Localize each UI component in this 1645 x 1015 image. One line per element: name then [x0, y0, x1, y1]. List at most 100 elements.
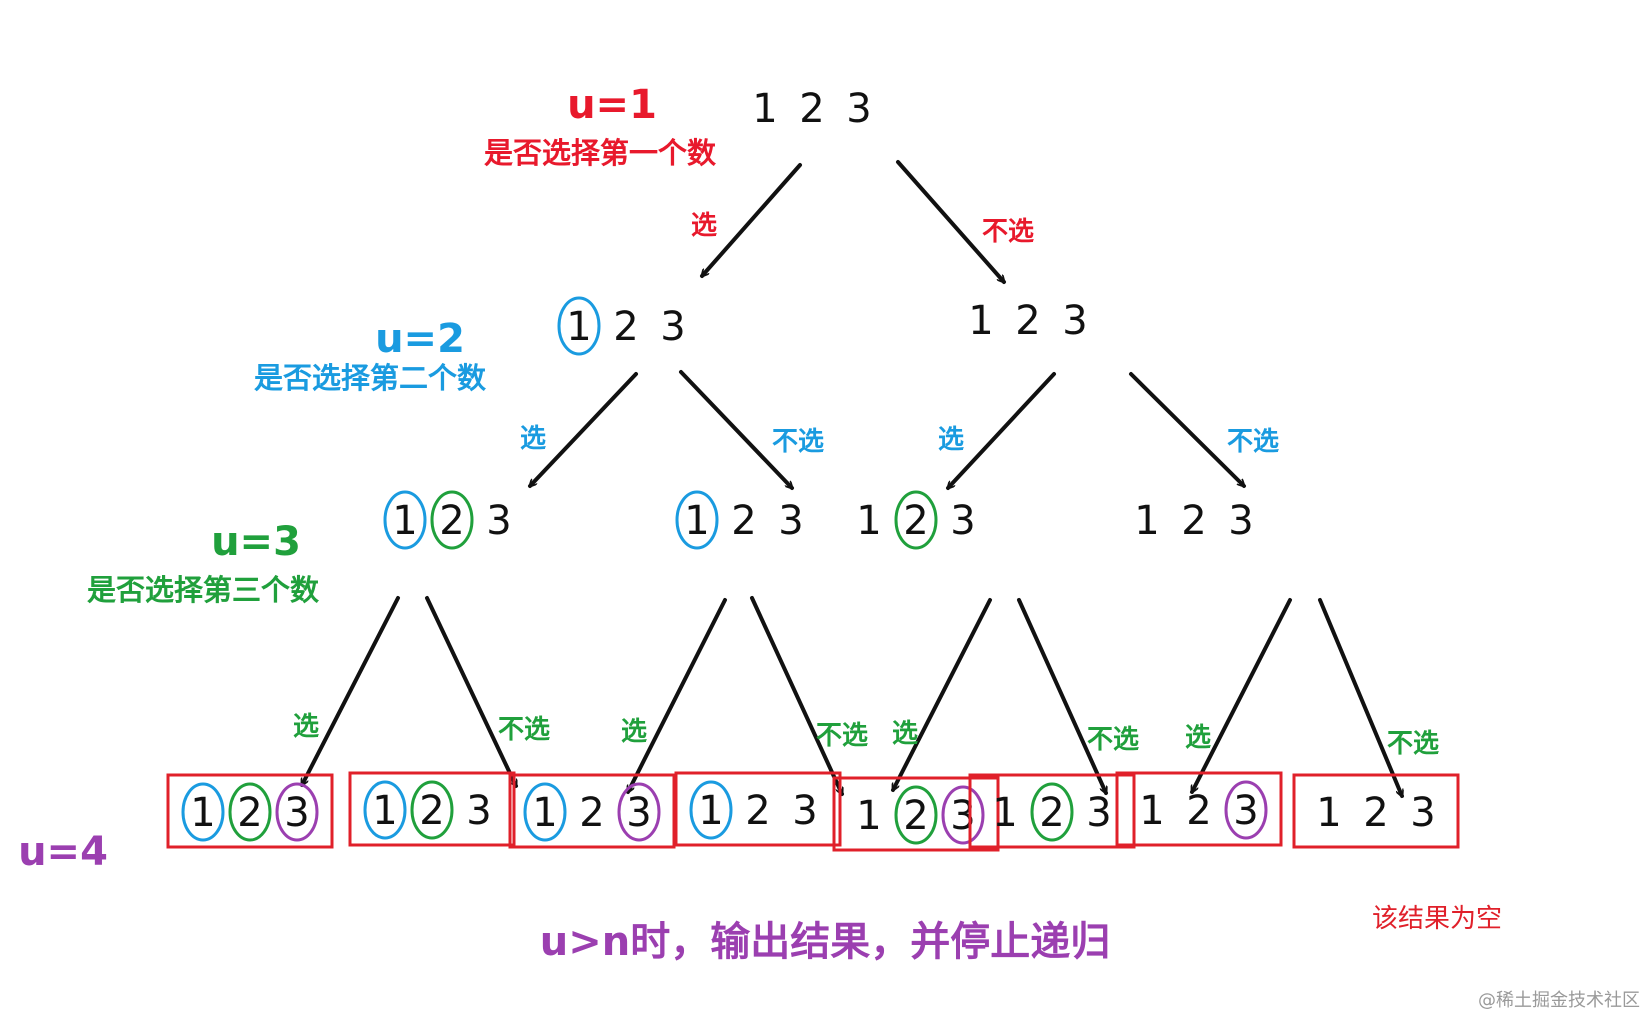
number-3: 3 — [660, 304, 685, 350]
result-box — [1115, 771, 1283, 847]
select-edge-arrow — [1190, 598, 1292, 792]
selected-number-circle — [430, 490, 474, 550]
selected-number-circle — [894, 785, 938, 845]
skip-edge-arrow — [1017, 598, 1108, 793]
skip-edge-label: 不选 — [1387, 729, 1439, 759]
select-edge-arrow — [702, 163, 802, 276]
result-box — [1292, 773, 1460, 849]
number-3: 3 — [950, 793, 975, 839]
skip-edge-arrow — [425, 596, 518, 786]
selected-number-circle — [941, 785, 985, 845]
selected-number-circle — [275, 782, 319, 842]
skip-edge-label: 不选 — [772, 427, 824, 457]
watermark: @稀土掘金技术社区 — [1478, 990, 1640, 1011]
number-1: 1 — [566, 304, 591, 350]
number-3: 3 — [950, 498, 975, 544]
number-3: 3 — [466, 788, 491, 834]
number-2: 2 — [1039, 790, 1064, 836]
number-1: 1 — [1134, 498, 1159, 544]
termination-note: u>n时，输出结果，并停止递归 — [540, 919, 1110, 965]
number-1: 1 — [372, 788, 397, 834]
number-1: 1 — [190, 790, 215, 836]
number-2: 2 — [1015, 298, 1040, 344]
level-3-label: u=3 — [211, 519, 301, 565]
number-2: 2 — [745, 788, 770, 834]
number-3: 3 — [1062, 298, 1087, 344]
number-1: 1 — [1139, 788, 1164, 834]
select-edge-label: 选 — [293, 712, 319, 742]
number-2: 2 — [439, 498, 464, 544]
select-edge-label: 选 — [1185, 723, 1211, 753]
select-edge-label: 选 — [691, 211, 717, 241]
number-2: 2 — [237, 790, 262, 836]
selected-number-circle — [363, 780, 407, 840]
selected-number-circle — [1224, 780, 1268, 840]
select-edge-arrow — [626, 598, 727, 792]
select-edge-label: 选 — [520, 424, 546, 454]
selected-number-circle — [228, 782, 272, 842]
selected-number-circle — [181, 782, 225, 842]
result-box — [968, 773, 1136, 849]
level-2-description: 是否选择第二个数 — [254, 361, 487, 395]
selected-number-circle — [410, 780, 454, 840]
select-edge-arrow — [948, 372, 1056, 488]
number-1: 1 — [992, 790, 1017, 836]
skip-edge-label: 不选 — [498, 715, 550, 745]
number-3: 3 — [1410, 790, 1435, 836]
number-2: 2 — [419, 788, 444, 834]
number-1: 1 — [532, 790, 557, 836]
select-edge-arrow — [300, 596, 400, 785]
level-3-description: 是否选择第三个数 — [87, 573, 320, 607]
number-3: 3 — [284, 790, 309, 836]
number-1: 1 — [1316, 790, 1341, 836]
skip-edge-label: 不选 — [982, 217, 1034, 247]
result-box — [832, 776, 1000, 852]
number-2: 2 — [1181, 498, 1206, 544]
result-box — [166, 773, 334, 849]
skip-edge-arrow — [750, 596, 844, 794]
number-1: 1 — [752, 86, 777, 132]
selected-number-circle — [675, 490, 719, 550]
number-3: 3 — [1228, 498, 1253, 544]
number-3: 3 — [486, 498, 511, 544]
skip-edge-label: 不选 — [1227, 427, 1279, 457]
result-box — [508, 773, 676, 849]
skip-edge-arrow — [896, 160, 1004, 282]
skip-edge-arrow — [679, 370, 792, 488]
level-1-label: u=1 — [567, 82, 657, 128]
selected-number-circle — [383, 490, 427, 550]
number-1: 1 — [856, 793, 881, 839]
result-box — [674, 771, 842, 847]
skip-edge-arrow — [1318, 598, 1404, 796]
number-2: 2 — [613, 304, 638, 350]
number-1: 1 — [968, 298, 993, 344]
number-2: 2 — [799, 86, 824, 132]
select-edge-arrow — [530, 372, 638, 486]
selected-number-circle — [1030, 782, 1074, 842]
number-3: 3 — [778, 498, 803, 544]
selected-number-circle — [617, 782, 661, 842]
skip-edge-label: 不选 — [1087, 725, 1139, 755]
number-2: 2 — [903, 498, 928, 544]
result-box — [348, 771, 516, 847]
number-3: 3 — [846, 86, 871, 132]
selected-number-circle — [557, 296, 601, 356]
number-1: 1 — [856, 498, 881, 544]
number-2: 2 — [903, 793, 928, 839]
